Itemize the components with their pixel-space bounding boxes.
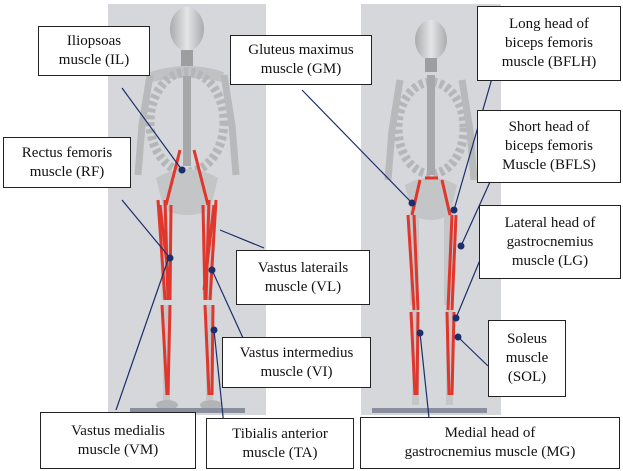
label-bflh: Long head of biceps femoris muscle (BFLH…	[477, 6, 621, 81]
back-neck	[425, 58, 437, 72]
label-text: biceps femoris	[505, 137, 593, 156]
label-text: Tibialis anterior	[232, 425, 328, 444]
back-skeleton	[372, 20, 487, 413]
label-text: muscle (VI)	[260, 363, 332, 382]
label-text: gastrocnemius muscle (MG)	[405, 443, 576, 462]
label-vastus-intermedius: Vastus intermedius muscle (VI)	[222, 337, 371, 388]
label-tibialis-anterior: Tibialis anterior muscle (TA)	[206, 418, 354, 469]
dot-lg	[453, 315, 460, 322]
label-rectus-femoris: Rectus femoris muscle (RF)	[3, 137, 131, 188]
label-text: Long head of	[509, 15, 589, 34]
back-floor-plate	[372, 408, 487, 413]
label-text: Rectus femoris	[22, 144, 112, 163]
label-text: Muscle (BFLS)	[502, 156, 596, 175]
label-vastus-medialis: Vastus medialis muscle (VM)	[40, 412, 196, 469]
label-text: muscle (BFLH)	[502, 53, 597, 72]
pointer-lg	[456, 260, 480, 318]
label-text: muscle (GM)	[261, 60, 341, 79]
label-text: Medial head of	[445, 424, 536, 443]
dot-gm	[409, 200, 416, 207]
label-vastus-lateralis: Vastus laterails muscle (VL)	[236, 250, 370, 305]
label-text: Iliopsoas	[67, 32, 121, 51]
dot-bfls	[458, 243, 465, 250]
dot-sol	[455, 334, 462, 341]
label-text: muscle (RF)	[30, 163, 105, 182]
label-text: Vastus medialis	[71, 422, 165, 441]
label-text: muscle (TA)	[242, 444, 317, 463]
pointer-vm	[116, 257, 169, 410]
front-spine	[183, 76, 191, 166]
dot-bflh	[451, 207, 458, 214]
back-skull	[415, 20, 447, 60]
label-text: Gluteus maximus	[248, 41, 353, 60]
label-bfls: Short head of biceps femoris Muscle (BFL…	[477, 110, 621, 183]
dot-rf	[167, 255, 174, 262]
label-text: Lateral head of	[505, 214, 596, 233]
label-text: gastrocnemius	[507, 233, 594, 252]
label-soleus: Soleus muscle (SOL)	[488, 320, 566, 397]
label-lateral-gastrocnemius: Lateral head of gastrocnemius muscle (LG…	[479, 205, 621, 279]
back-spine	[427, 75, 435, 175]
pointer-sol	[458, 337, 488, 366]
dot-vi-top	[209, 267, 216, 274]
label-text: muscle (VL)	[265, 278, 341, 297]
pointer-il	[122, 88, 182, 170]
label-text: Short head of	[509, 118, 590, 137]
label-text: muscle (IL)	[59, 51, 129, 70]
label-text: muscle	[506, 349, 549, 368]
label-text: biceps femoris	[505, 34, 593, 53]
dot-mg	[417, 330, 424, 337]
label-text: muscle (LG)	[512, 252, 588, 271]
front-skull	[170, 7, 204, 51]
label-text: (SOL)	[508, 368, 546, 387]
pointer-vl	[220, 230, 264, 248]
label-text: Soleus	[507, 330, 547, 349]
dot-ta	[211, 327, 218, 334]
dot-il	[179, 167, 186, 174]
label-text: Vastus intermedius	[240, 344, 354, 363]
label-text: Vastus laterails	[258, 259, 348, 278]
label-iliopsoas: Iliopsoas muscle (IL)	[38, 26, 150, 76]
label-medial-gastrocnemius: Medial head of gastrocnemius muscle (MG)	[360, 417, 620, 469]
label-gluteus-maximus: Gluteus maximus muscle (GM)	[230, 35, 372, 85]
front-neck	[181, 50, 193, 66]
label-text: muscle (VM)	[78, 441, 158, 460]
